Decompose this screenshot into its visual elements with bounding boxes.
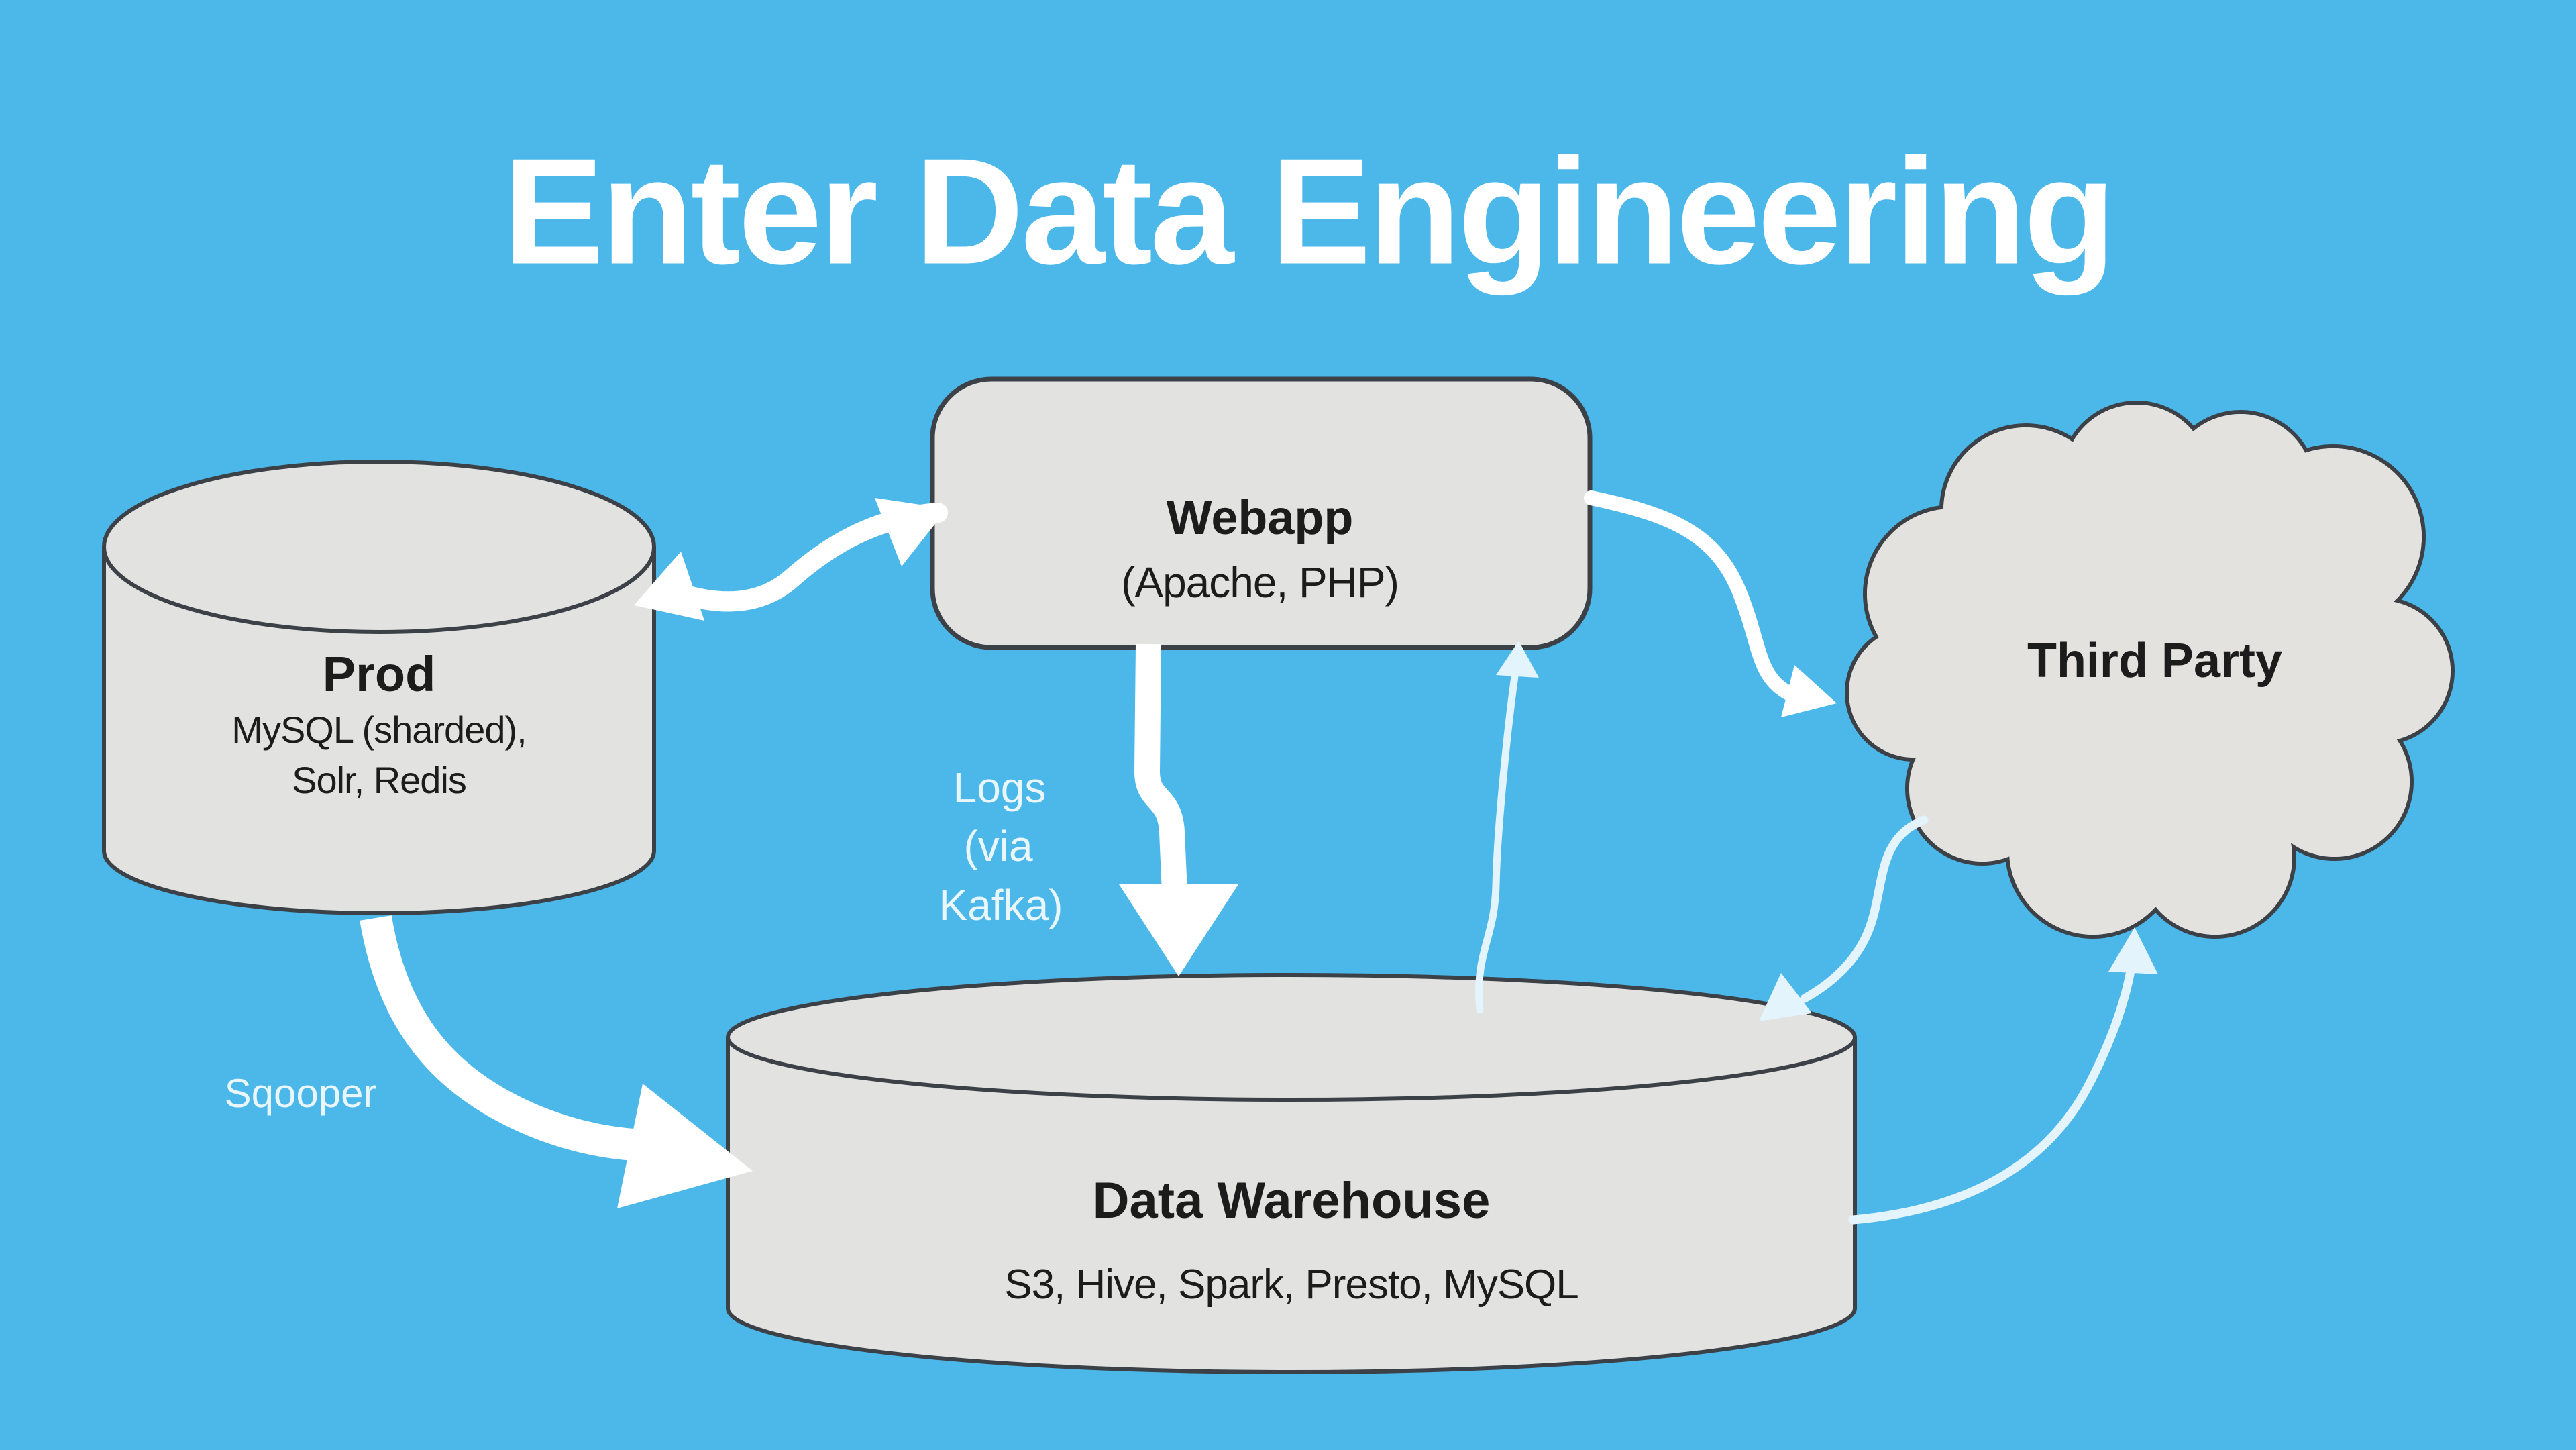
logs-label-line3: Kafka) <box>938 881 1063 929</box>
arrow-third-party-to-warehouse <box>1759 815 1929 1021</box>
webapp-title: Webapp <box>1166 491 1354 545</box>
prod-subtitle-line2: Solr, Redis <box>292 759 467 801</box>
arrow-logs-webapp-to-warehouse <box>1119 643 1238 976</box>
arrow-webapp-to-third-party <box>1584 490 1837 717</box>
slide-title: Enter Data Engineering <box>503 126 2116 296</box>
webapp-subtitle: (Apache, PHP) <box>1121 558 1399 607</box>
logs-label-line1: Logs <box>953 764 1046 812</box>
arrow-warehouse-to-third-party <box>1848 927 2158 1225</box>
arrow-prod-webapp-bidirectional <box>634 498 948 621</box>
prod-title: Prod <box>322 646 436 702</box>
third-party-title: Third Party <box>2027 634 2283 688</box>
data-warehouse-title: Data Warehouse <box>1092 1172 1491 1229</box>
arrow-sqooper-prod-to-warehouse <box>360 915 753 1208</box>
data-warehouse-cylinder-shape <box>726 973 1857 1374</box>
arrow-warehouse-to-webapp <box>1475 641 1539 1014</box>
sqooper-label: Sqooper <box>224 1071 377 1116</box>
prod-cylinder-shape <box>102 460 656 915</box>
third-party-cloud-shape <box>1845 401 2455 939</box>
logs-label-line2: (via <box>963 822 1033 870</box>
prod-subtitle-line1: MySQL (sharded), <box>231 709 527 751</box>
data-warehouse-subtitle: S3, Hive, Spark, Presto, MySQL <box>1004 1261 1579 1308</box>
